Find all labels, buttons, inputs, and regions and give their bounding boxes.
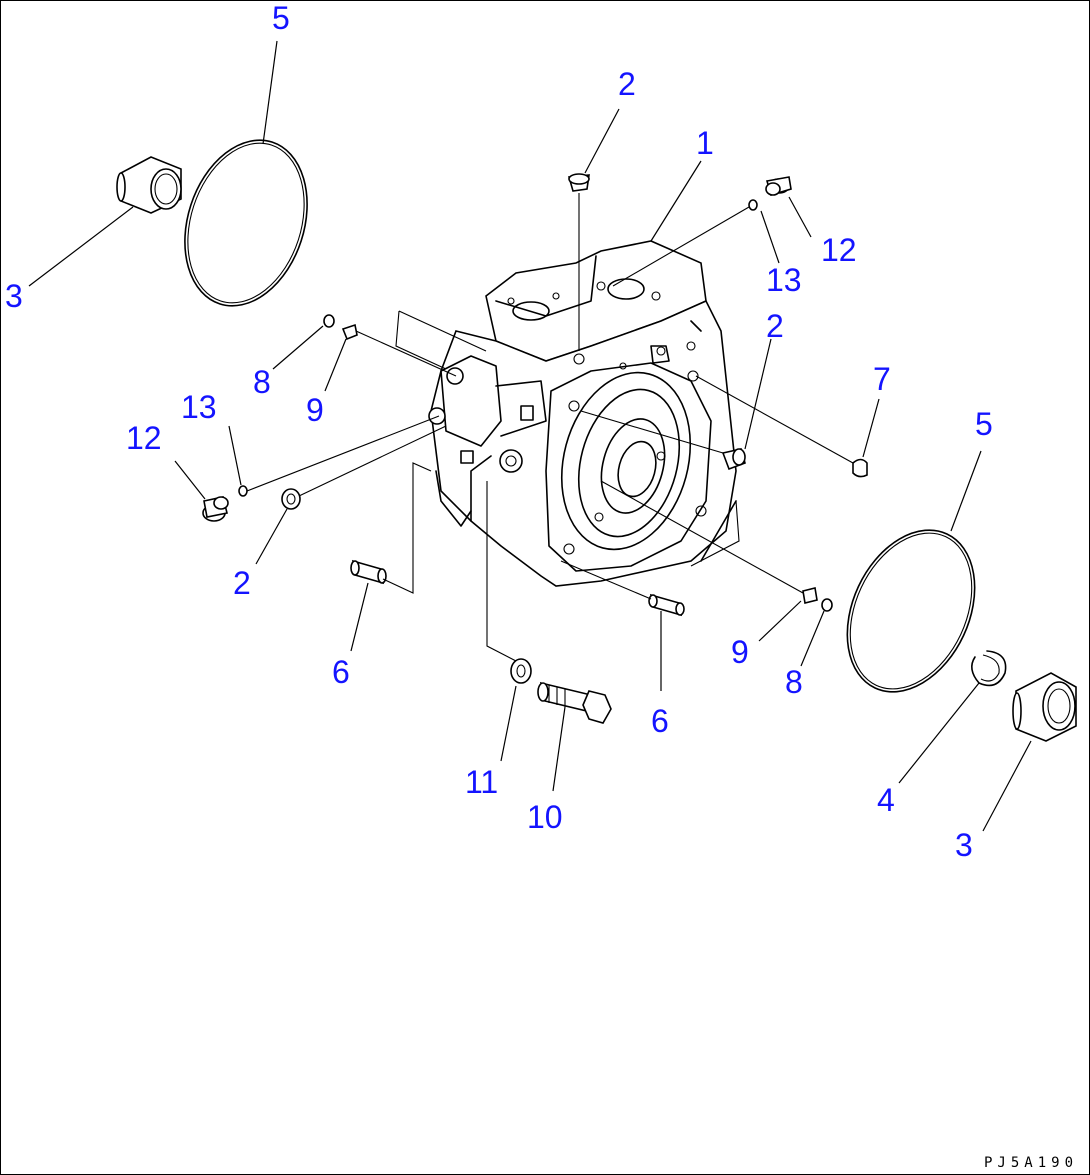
oring-lower-right[interactable] bbox=[821, 598, 833, 612]
callout-13-top-right: 13 bbox=[766, 262, 802, 298]
leader-line-9-top bbox=[355, 330, 457, 377]
callout-6-right: 6 bbox=[651, 703, 669, 739]
leader-line-9-bottom bbox=[600, 480, 804, 594]
plug-lower-right[interactable] bbox=[802, 587, 818, 604]
bearing-upper-left[interactable] bbox=[116, 156, 182, 214]
callout-6-left: 6 bbox=[332, 654, 350, 690]
bearing-lower-right[interactable] bbox=[1012, 672, 1077, 742]
guide-line-lower-right bbox=[690, 500, 740, 567]
leader-line-13-top bbox=[612, 206, 750, 287]
callout-3-left: 3 bbox=[5, 278, 23, 314]
leader-line-2-left bbox=[298, 425, 447, 497]
large-oring-lower-right[interactable] bbox=[823, 509, 1000, 712]
leader-line-7 bbox=[695, 375, 854, 464]
guide-line-upper bbox=[395, 310, 487, 370]
callout-13-left: 13 bbox=[181, 389, 217, 425]
callout-9-upper-left: 9 bbox=[306, 392, 324, 428]
oring-top-right[interactable] bbox=[748, 199, 758, 211]
callout-12-left: 12 bbox=[126, 420, 162, 456]
leader-lines bbox=[28, 40, 1032, 832]
guide-line-washer bbox=[486, 481, 517, 662]
plug-top[interactable] bbox=[567, 173, 590, 351]
guide-line-pin-left bbox=[382, 462, 432, 594]
dowel-pin-left[interactable] bbox=[350, 559, 387, 585]
snap-ring-inner bbox=[980, 654, 1000, 682]
plug-upper-left[interactable] bbox=[341, 323, 358, 341]
leader-line-2-right bbox=[580, 410, 724, 454]
snap-ring[interactable] bbox=[971, 650, 1007, 687]
leader-line-13-left bbox=[246, 415, 440, 492]
plug-left-lower[interactable] bbox=[281, 488, 301, 510]
callout-8-upper-left: 8 bbox=[253, 364, 271, 400]
callout-3-right: 3 bbox=[955, 827, 973, 863]
callout-numbers: 5 3 2 1 12 13 8 9 13 12 2 2 7 5 6 6 9 8 … bbox=[5, 1, 993, 863]
dowel-pin-right[interactable] bbox=[648, 593, 685, 617]
pump-housing[interactable] bbox=[428, 240, 737, 587]
washer[interactable] bbox=[510, 658, 532, 684]
plug-top-right[interactable] bbox=[765, 176, 792, 196]
callout-12-top-right: 12 bbox=[821, 232, 857, 268]
drawing-code: PJ5A190 bbox=[984, 1155, 1078, 1171]
callout-11: 11 bbox=[465, 764, 498, 800]
callout-2-right: 2 bbox=[766, 308, 784, 344]
callout-7: 7 bbox=[873, 361, 891, 397]
bolt[interactable] bbox=[537, 681, 612, 724]
large-oring-upper-left-inner bbox=[187, 142, 305, 304]
large-oring-upper-left[interactable] bbox=[165, 124, 328, 322]
large-oring-lower-right-inner bbox=[849, 532, 973, 690]
oring-left[interactable] bbox=[238, 485, 248, 497]
callout-1: 1 bbox=[696, 125, 714, 161]
callout-5-right: 5 bbox=[975, 406, 993, 442]
callout-4: 4 bbox=[877, 782, 895, 818]
callout-2-left: 2 bbox=[233, 565, 251, 601]
callout-9-lower-right: 9 bbox=[731, 634, 749, 670]
callout-10: 10 bbox=[527, 799, 563, 835]
callout-8-lower-right: 8 bbox=[785, 664, 803, 700]
plug-right[interactable] bbox=[721, 448, 746, 471]
pin-right[interactable] bbox=[852, 458, 868, 478]
callout-5-top-left: 5 bbox=[272, 1, 290, 36]
plug-left[interactable] bbox=[202, 496, 229, 522]
oring-upper-left[interactable] bbox=[323, 314, 335, 328]
guide-line-pin-right bbox=[560, 560, 652, 600]
callout-2-top: 2 bbox=[618, 66, 636, 102]
